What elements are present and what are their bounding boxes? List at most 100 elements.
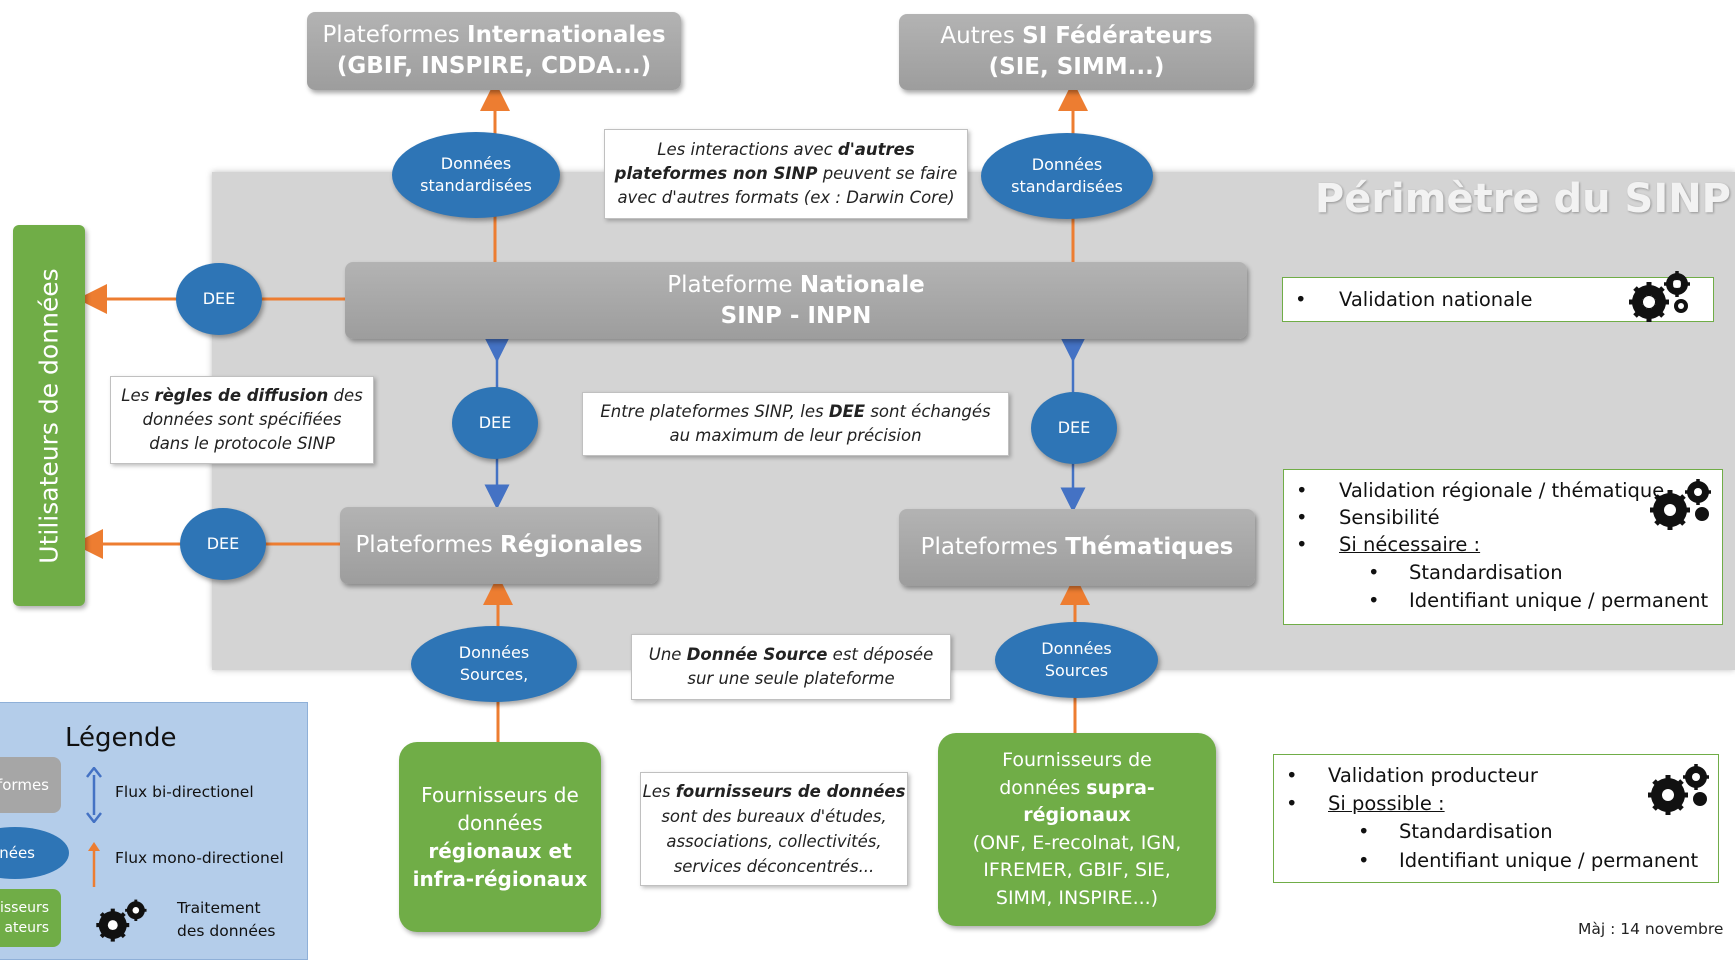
note-interactions-d: peuvent se faire (817, 164, 958, 183)
bullet-1: • (1286, 764, 1298, 787)
thematic-platforms-box: Plateformes Thématiques (899, 509, 1255, 586)
note-interactions: Les interactions avec d'autres plateform… (604, 129, 968, 219)
providers-supra-l5: IFREMER, GBIF, SIE, (983, 859, 1171, 881)
dee-oval-national-thematic: DEE (1031, 392, 1117, 464)
other-label-2: (SIE, SIMM...) (988, 54, 1165, 80)
providers-supra-l1: Fournisseurs de (1002, 749, 1152, 771)
oval-src-left-l1: Données (458, 643, 530, 662)
source-data-oval-left: Données Sources, (411, 626, 577, 702)
validation-producer-subitem-1: Standardisation (1399, 820, 1553, 843)
note-providers-a: Les (642, 782, 676, 801)
regional-label-bold: Régionales (500, 532, 643, 558)
sub-bullet-1: • (1368, 561, 1380, 584)
legend-platform-swatch: formes (0, 757, 61, 813)
note-exchange-c: sont échangés (865, 402, 991, 421)
note-providers-b: fournisseurs de données (675, 782, 906, 801)
note-providers-e: services déconcentrés... (673, 857, 875, 876)
validation-regional-item-3: Si nécessaire : (1339, 533, 1481, 556)
dee-oval-national-users: DEE (176, 263, 262, 335)
validation-regional-item-1: Validation régionale / thématique (1339, 479, 1665, 502)
validation-producer-box: • Validation producteur • Si possible : … (1273, 754, 1719, 883)
oval-src-right-l1: Données (1041, 639, 1112, 658)
note-providers-d: associations, collectivités, (666, 832, 882, 851)
dee-oval-national-regional: DEE (452, 387, 538, 459)
national-label-bold: Nationale (799, 271, 925, 298)
legend-actor-label-2: ateurs (4, 920, 49, 936)
bidirectional-arrow-icon (86, 767, 102, 823)
note-diffusion-c: des (328, 386, 363, 405)
sub-bullet-2: • (1368, 589, 1380, 612)
validation-regional-subitem-1: Standardisation (1409, 561, 1563, 584)
legend-data-swatch: nnées (0, 827, 69, 879)
dee-oval-regional-users: DEE (180, 508, 266, 580)
note-dee-exchange: Entre plateformes SINP, les DEE sont éch… (582, 392, 1009, 456)
bullet-2: • (1296, 506, 1308, 529)
note-exchange-a: Entre plateformes SINP, les (600, 402, 829, 421)
source-data-oval-right: Données Sources (995, 622, 1158, 698)
regional-providers-box: Fournisseurs de données régionaux et inf… (399, 742, 601, 932)
note-interactions-b: d'autres (837, 140, 915, 159)
other-label-bold: SI Fédérateurs (1022, 23, 1213, 49)
oval-std-right-l1: Données (1031, 155, 1103, 174)
note-source-b: Donnée Source (686, 645, 828, 664)
note-diffusion-a: Les (121, 386, 155, 405)
sub-bullet-1: • (1358, 820, 1370, 843)
validation-regional-subitem-2: Identifiant unique / permanent (1409, 589, 1709, 612)
legend-gears-icon (96, 899, 147, 942)
sub-bullet-2: • (1358, 849, 1370, 872)
providers-supra-l2a: données (999, 776, 1087, 799)
international-label-bold: Internationales (467, 22, 666, 48)
national-label-2: SINP - INPN (720, 302, 872, 329)
providers-supra-l6: SIMM, INSPIRE...) (995, 886, 1159, 909)
providers-supra-l3: régionaux (1023, 804, 1131, 826)
note-exchange-b: DEE (828, 402, 866, 421)
oval-std-left-l1: Données (440, 154, 512, 173)
validation-national-box: • Validation nationale (1282, 271, 1714, 322)
legend-actor-swatch: isseurs ateurs (0, 889, 61, 947)
oval-src-right-l2: Sources (1044, 661, 1109, 680)
oval-dee-mid-right-text: DEE (1057, 418, 1091, 437)
providers-supra-l2b: supra- (1086, 776, 1155, 799)
legend-platform-label: formes (0, 776, 49, 794)
legend-bidirectional-label: Flux bi-directionel (115, 783, 254, 801)
other-federators-box: Autres SI Fédérateurs (SIE, SIMM...) (899, 14, 1254, 90)
note-source-a: Une (648, 645, 687, 664)
validation-regional-box: • Validation régionale / thématique • Se… (1283, 469, 1723, 625)
oval-src-left-l2: Sources, (459, 665, 529, 684)
providers-regional-l2: données (457, 811, 543, 835)
national-platform-box: Plateforme Nationale SINP - INPN (345, 262, 1247, 339)
note-source-c: est déposée (827, 645, 934, 664)
legend-mono-directional-label: Flux mono-directionel (115, 849, 284, 867)
validation-producer-item-1: Validation producteur (1328, 764, 1538, 787)
validation-producer-item-2: Si possible : (1328, 792, 1445, 815)
validation-regional-item-2: Sensibilité (1339, 506, 1440, 529)
international-label-2: (GBIF, INSPIRE, CDDA...) (336, 53, 652, 79)
note-data-source: Une Donnée Source est déposée sur une se… (631, 634, 951, 700)
oval-dee-mid-left-text: DEE (478, 413, 512, 432)
note-exchange-d: au maximum de leur précision (669, 426, 922, 445)
note-interactions-e: avec d'autres formats (ex : Darwin Core) (617, 188, 955, 207)
providers-regional-l3: régionaux et (428, 839, 572, 863)
providers-regional-l4: infra-régionaux (412, 867, 588, 891)
thematic-label-1: Plateformes (920, 534, 1058, 560)
gears-icon (1648, 764, 1709, 815)
providers-regional-l1: Fournisseurs de (421, 783, 579, 807)
note-providers-c: sont des bureaux d'études, (661, 807, 887, 826)
note-diffusion-d: données sont spécifiées (142, 410, 342, 429)
note-diffusion-rules: Les règles de diffusion des données sont… (110, 376, 374, 464)
data-users-label: Utilisateurs de données (34, 267, 64, 564)
oval-dee-top-left-text: DEE (202, 289, 236, 308)
legend-actor-label-1: isseurs (0, 900, 49, 916)
bullet-3: • (1296, 533, 1308, 556)
standardized-data-oval-right: Données standardisées (981, 133, 1153, 219)
gears-icon (1629, 271, 1690, 322)
validation-producer-subitem-2: Identifiant unique / permanent (1399, 849, 1699, 872)
thematic-label-bold: Thématiques (1065, 534, 1234, 560)
legend-panel: Légende formes nnées isseurs ateurs Flux… (0, 702, 308, 960)
international-label-1: Plateformes (322, 22, 460, 48)
regional-label-1: Plateformes (355, 532, 493, 558)
note-interactions-a: Les interactions avec (657, 140, 838, 159)
validation-national-item: Validation nationale (1339, 288, 1533, 311)
note-interactions-c: plateformes non SINP (614, 164, 818, 183)
note-source-d: sur une seule plateforme (687, 669, 895, 688)
